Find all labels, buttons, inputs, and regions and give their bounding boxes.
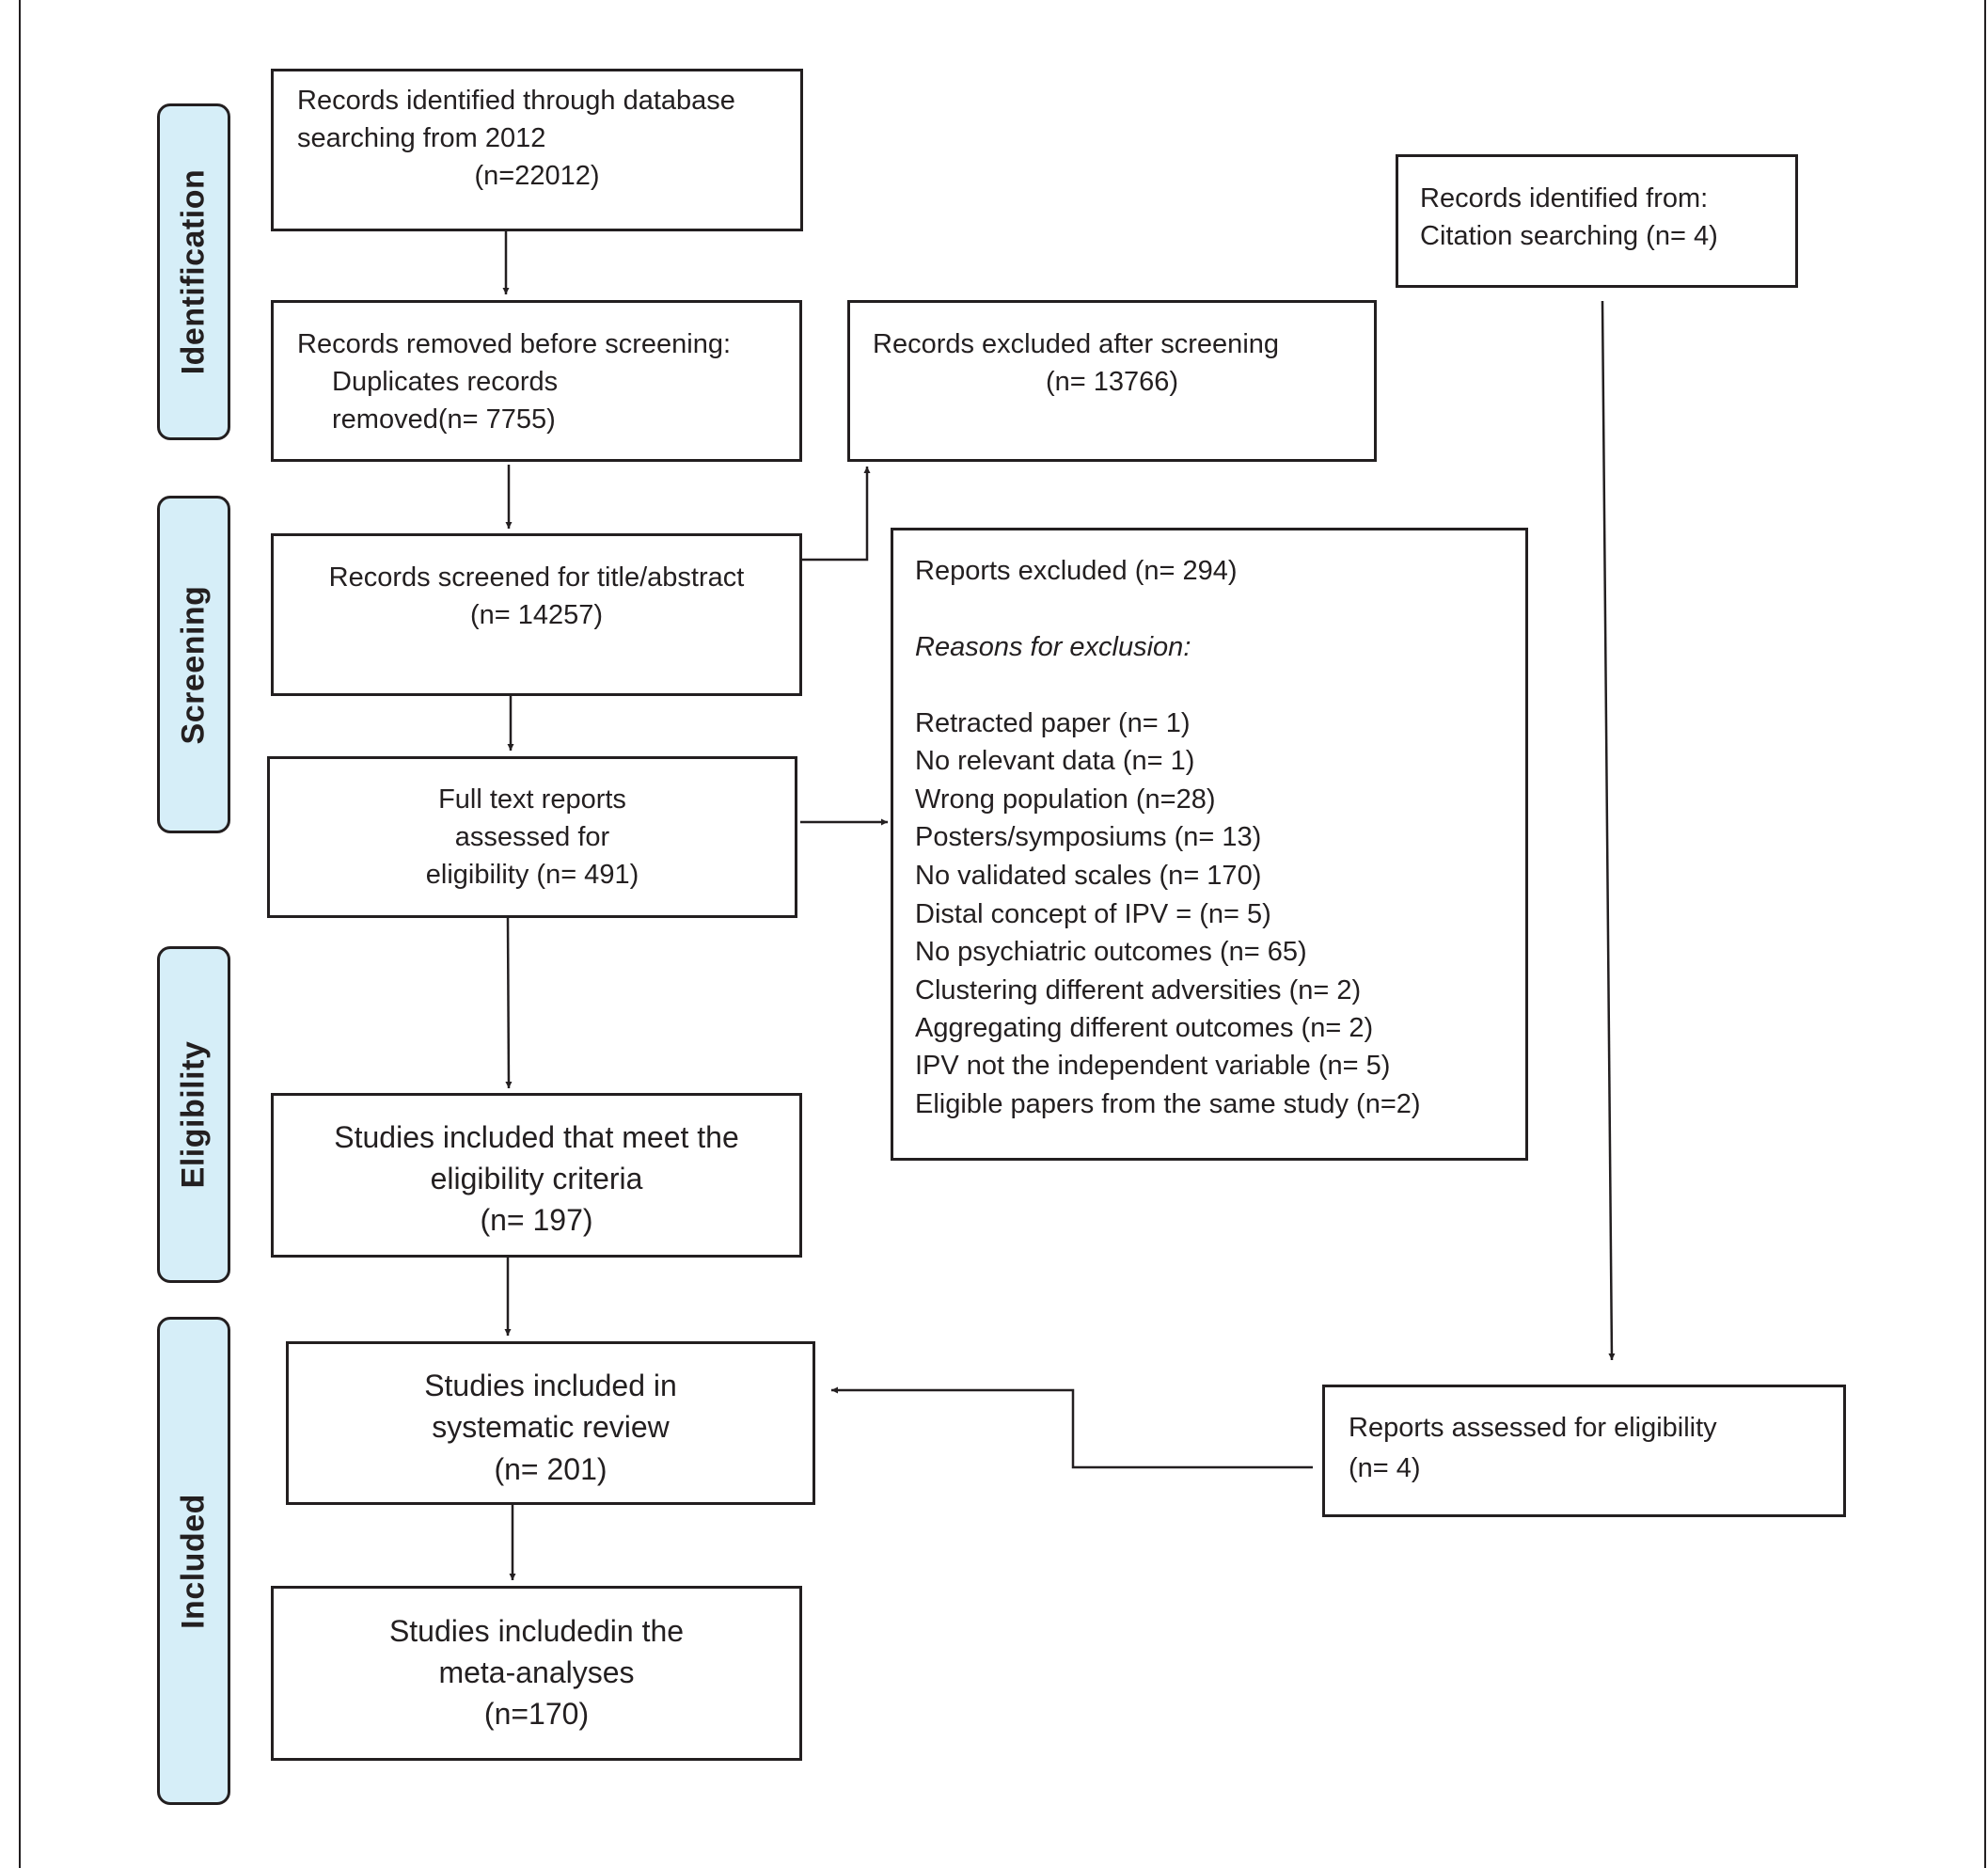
removed-line2: Duplicates records bbox=[332, 367, 559, 397]
screened-count: (n= 14257) bbox=[469, 600, 604, 630]
removed-count: removed(n= 7755) bbox=[332, 404, 556, 435]
box-reports-excluded bbox=[891, 528, 1528, 1161]
full-text-line1: Full text reports bbox=[438, 784, 626, 815]
phase-identification: Identification bbox=[157, 103, 230, 440]
reason-item: IPV not the independent variable (n= 5) bbox=[915, 1051, 1391, 1081]
screened-line1: Records screened for title/abstract bbox=[328, 562, 745, 593]
meta-line2: meta-analyses bbox=[438, 1655, 635, 1689]
systematic-count: (n= 201) bbox=[494, 1452, 607, 1486]
right-border-line bbox=[1984, 0, 1986, 1868]
box-records-excluded-screening bbox=[847, 300, 1377, 462]
reason-item: Eligible papers from the same study (n=2… bbox=[915, 1089, 1421, 1119]
left-border-line bbox=[19, 0, 21, 1868]
reason-item: Posters/symposiums (n= 13) bbox=[915, 822, 1262, 852]
meta-line1: Studies includedin the bbox=[388, 1614, 685, 1648]
reason-item: Distal concept of IPV = (n= 5) bbox=[915, 899, 1271, 929]
db-search-line2: searching from 2012 bbox=[297, 123, 546, 153]
arrow-citation-to-reports-assessed bbox=[1601, 300, 1616, 1361]
eligible-count: (n= 197) bbox=[480, 1203, 593, 1237]
citation-line1: Records identified from: bbox=[1420, 183, 1709, 214]
removed-line1: Records removed before screening: bbox=[297, 329, 732, 359]
box-meta-analyses bbox=[271, 1586, 802, 1761]
excluded-screening-count: (n= 13766) bbox=[1045, 367, 1179, 397]
citation-count: Citation searching (n= 4) bbox=[1420, 221, 1718, 251]
box-citation-search bbox=[1396, 154, 1798, 288]
meta-count: (n=170) bbox=[483, 1697, 590, 1731]
arrow-screened-to-excluded bbox=[802, 467, 871, 562]
box-database-search bbox=[271, 69, 803, 231]
phase-eligibility: Eligibility bbox=[157, 946, 230, 1283]
reason-item: No psychiatric outcomes (n= 65) bbox=[915, 937, 1307, 967]
phase-screening: Screening bbox=[157, 496, 230, 833]
arrow-fulltext-to-eligible bbox=[505, 917, 513, 1089]
box-reports-assessed bbox=[1322, 1385, 1846, 1517]
eligible-line1: Studies included that meet the bbox=[334, 1120, 739, 1154]
reports-excluded-title: Reports excluded (n= 294) bbox=[915, 556, 1238, 586]
systematic-line1: Studies included in bbox=[424, 1369, 677, 1402]
box-full-text-assessed bbox=[267, 756, 797, 918]
excluded-screening-line1: Records excluded after screening bbox=[873, 329, 1280, 359]
db-search-count: (n=22012) bbox=[474, 161, 600, 191]
reason-item: No validated scales (n= 170) bbox=[915, 861, 1262, 891]
full-text-line2: assessed for bbox=[454, 822, 610, 852]
reason-item: Retracted paper (n= 1) bbox=[915, 708, 1191, 738]
systematic-line2: systematic review bbox=[432, 1410, 670, 1444]
eligible-line2: eligibility criteria bbox=[430, 1162, 643, 1195]
reason-item: No relevant data (n= 1) bbox=[915, 746, 1195, 776]
arrow-reports-assessed-to-systematic bbox=[831, 1386, 1313, 1469]
box-systematic-review bbox=[286, 1341, 815, 1505]
reasons-heading: Reasons for exclusion: bbox=[915, 632, 1191, 662]
db-search-line1: Records identified through database bbox=[297, 86, 735, 116]
box-records-removed bbox=[271, 300, 802, 462]
box-records-screened bbox=[271, 533, 802, 696]
reports-assessed-count: (n= 4) bbox=[1349, 1453, 1421, 1483]
phase-included: Included bbox=[157, 1317, 230, 1805]
reason-item: Aggregating different outcomes (n= 2) bbox=[915, 1013, 1374, 1043]
reason-item: Wrong population (n=28) bbox=[915, 784, 1216, 815]
box-studies-eligible bbox=[271, 1093, 802, 1258]
full-text-count: eligibility (n= 491) bbox=[425, 860, 639, 890]
reports-assessed-line1: Reports assessed for eligibility bbox=[1349, 1413, 1717, 1443]
reason-item: Clustering different adversities (n= 2) bbox=[915, 975, 1362, 1005]
